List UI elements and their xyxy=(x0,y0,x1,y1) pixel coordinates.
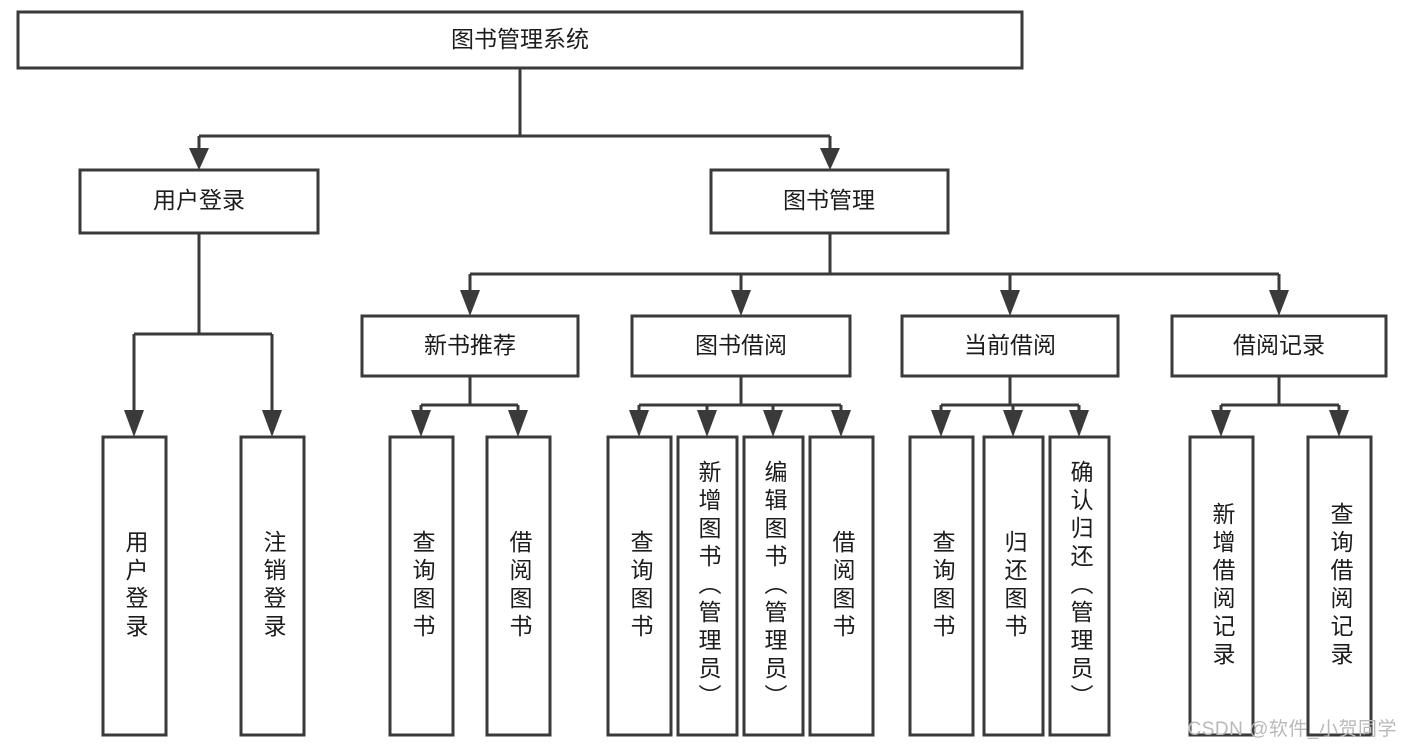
arrow-head-borrow-record xyxy=(1269,290,1289,316)
node-label-borrow-record: 借阅记录 xyxy=(1233,332,1325,358)
arrow-head-leaf-return-book xyxy=(1003,410,1023,437)
node-label-current-borrow: 当前借阅 xyxy=(964,332,1056,358)
node-box-borrow-record[interactable] xyxy=(1170,314,1388,378)
node-box-leaf-user-logout[interactable] xyxy=(239,435,306,737)
node-box-leaf-return-book[interactable] xyxy=(982,435,1045,737)
arrow-head-leaf-user-login xyxy=(124,410,144,437)
node-layer: 图书管理系统 用户登录 图书管理 新书推荐 图书借阅 当前借阅 借阅记录 xyxy=(16,10,1388,737)
arrow-head-book-management xyxy=(820,148,840,170)
arrow-head-leaf-edit-book xyxy=(763,410,783,437)
arrow-head-user-login xyxy=(189,148,209,170)
node-box-leaf-query-book-2[interactable] xyxy=(606,435,673,737)
arrow-head-leaf-query-book-2 xyxy=(629,410,649,437)
node-label-book-management: 图书管理 xyxy=(783,187,875,213)
node-box-leaf-query-record[interactable] xyxy=(1306,435,1373,737)
node-label-book-borrow: 图书借阅 xyxy=(695,332,787,358)
arrow-head-leaf-query-book-3 xyxy=(931,410,951,437)
arrow-head-new-book-recommend xyxy=(460,290,480,316)
arrow-head-leaf-confirm-return xyxy=(1069,410,1089,437)
watermark-text: CSDN @软件_小贺同学 xyxy=(1187,719,1397,740)
node-box-leaf-user-login[interactable] xyxy=(101,435,168,737)
node-box-current-borrow[interactable] xyxy=(900,314,1120,378)
node-box-root[interactable] xyxy=(16,10,1024,70)
arrow-head-leaf-borrow-book-1 xyxy=(508,410,528,437)
edge-layer xyxy=(124,68,1349,437)
arrow-head-leaf-user-logout xyxy=(262,410,282,437)
node-box-book-borrow[interactable] xyxy=(630,314,852,378)
node-box-leaf-add-record[interactable] xyxy=(1188,435,1255,737)
node-box-new-book-recommend[interactable] xyxy=(360,314,580,378)
node-box-book-management[interactable] xyxy=(709,168,950,235)
node-box-leaf-borrow-book-1[interactable] xyxy=(485,435,552,737)
arrow-head-leaf-borrow-book-2 xyxy=(831,410,851,437)
arrow-head-book-borrow xyxy=(731,290,751,316)
node-box-leaf-query-book-3[interactable] xyxy=(908,435,975,737)
node-box-user-login[interactable] xyxy=(78,168,320,235)
arrow-head-leaf-add-record xyxy=(1211,410,1231,437)
node-box-leaf-add-book[interactable] xyxy=(676,435,739,737)
arrow-head-leaf-query-record xyxy=(1329,410,1349,437)
node-box-leaf-borrow-book-2[interactable] xyxy=(808,435,875,737)
arrow-head-leaf-query-book-1 xyxy=(411,410,431,437)
node-box-leaf-query-book-1[interactable] xyxy=(388,435,455,737)
node-box-leaf-confirm-return[interactable] xyxy=(1048,435,1111,737)
node-label-new-book-recommend: 新书推荐 xyxy=(424,332,516,358)
node-label-user-login: 用户登录 xyxy=(153,187,245,213)
node-box-leaf-edit-book[interactable] xyxy=(742,435,805,737)
arrow-head-leaf-add-book xyxy=(697,410,717,437)
node-label-root: 图书管理系统 xyxy=(451,26,589,52)
arrow-head-current-borrow xyxy=(1000,290,1020,316)
